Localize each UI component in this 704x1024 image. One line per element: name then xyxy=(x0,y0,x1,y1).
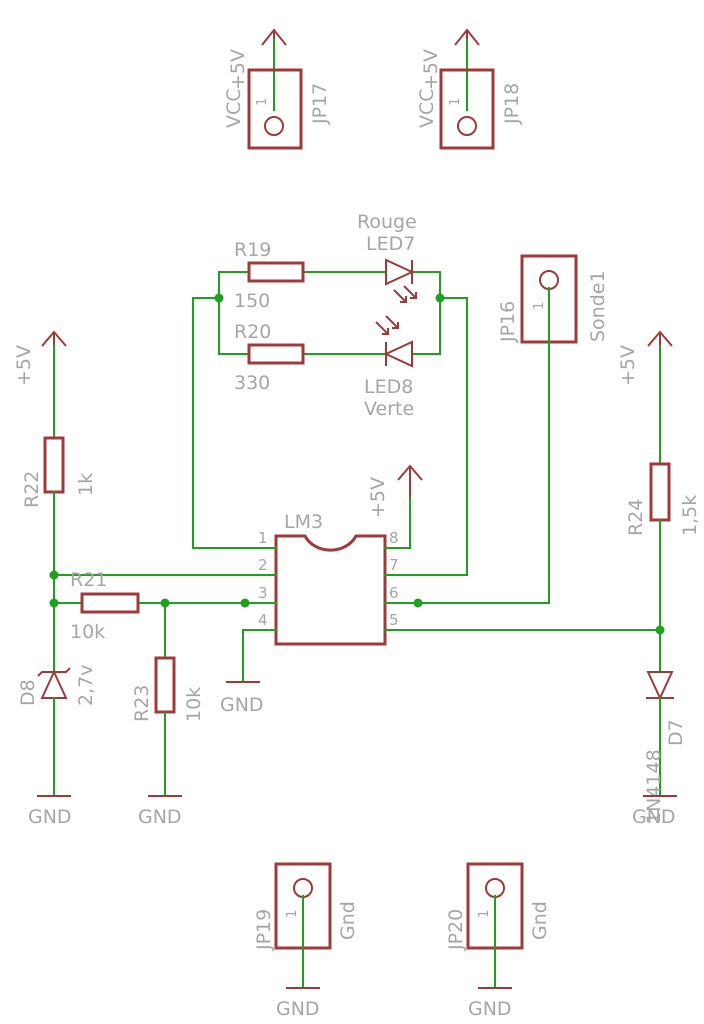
lm3-pin-3: 3 xyxy=(258,584,268,602)
jp18-ref: JP18 xyxy=(501,83,523,125)
r21-ref: R21 xyxy=(70,569,107,591)
r23-ground-label: GND xyxy=(138,806,182,828)
junction-pin5 xyxy=(655,625,665,635)
d8-ref: D8 xyxy=(17,679,39,706)
jp17-ref: JP17 xyxy=(309,83,331,125)
r22-value: 1k xyxy=(75,473,97,496)
reference-divider: +5V R22 1k R21 10k R23 10k GND D8 2,7v xyxy=(13,330,259,828)
r24-ref: R24 xyxy=(625,499,647,536)
d8-ground-label: GND xyxy=(28,806,72,828)
jp20-pin-number: 1 xyxy=(477,910,492,918)
jp19-ref: JP19 xyxy=(253,909,275,951)
d8-zener-diode xyxy=(37,667,71,699)
junction-r21-left xyxy=(49,598,59,608)
lm3-pin-1: 1 xyxy=(258,529,268,547)
r24-resistor xyxy=(649,462,671,522)
junction-pin6 xyxy=(413,598,423,608)
junction-r22-pin2 xyxy=(49,570,59,580)
jp17-supply-label: VCC xyxy=(223,88,245,128)
d8-value: 2,7v xyxy=(75,665,97,706)
lm3-supply-arrow xyxy=(397,464,423,498)
jp16-ref: JP16 xyxy=(497,301,519,343)
jp18-supply-label: VCC xyxy=(416,88,438,128)
junction-led-right xyxy=(435,293,445,303)
r20-value: 330 xyxy=(234,372,270,394)
r20-resistor xyxy=(247,343,305,365)
r23-resistor xyxy=(154,656,176,714)
jp20-pin-name: Gnd xyxy=(529,901,551,940)
jp19-connector: 1 JP19 Gnd GND xyxy=(253,862,359,1020)
r24-supply-label: +5V xyxy=(617,345,639,386)
jp16-name: Sonde1 xyxy=(587,270,609,342)
r19-value: 150 xyxy=(234,290,270,312)
led7-light-arrows xyxy=(393,285,417,303)
r23-ref: R23 xyxy=(131,685,153,722)
jp20-connector: 1 JP20 Gnd GND xyxy=(445,862,551,1020)
r23-value: 10k xyxy=(183,687,205,722)
led7-diode xyxy=(385,258,417,303)
lm3-pin-5: 5 xyxy=(389,611,399,629)
lm3-ground-label: GND xyxy=(220,694,264,716)
led7-ref: LED7 xyxy=(366,233,415,255)
lm3-pin-6: 6 xyxy=(389,584,399,602)
jp20-pad xyxy=(485,878,505,898)
led8-light-arrows xyxy=(375,315,399,335)
led8-color: Verte xyxy=(364,398,414,420)
lm3-ref: LM3 xyxy=(284,511,323,533)
jp19-pin-name: Gnd xyxy=(337,901,359,940)
jp20-ref: JP20 xyxy=(445,909,467,951)
d7-value: 1N4148 xyxy=(643,749,665,824)
junction-pin3 xyxy=(240,598,250,608)
lm3-ic: LM3 1 2 3 4 5 6 7 8 +5V GND xyxy=(220,464,661,716)
r20-ref: R20 xyxy=(234,321,271,343)
output-stage: +5V R24 1,5k 1N4148 D7 GND xyxy=(617,330,701,828)
jp16-connector: 1 JP16 Sonde1 xyxy=(417,254,609,604)
jp18-connector: VCC +5V 1 JP18 xyxy=(416,28,523,150)
lm3-pin-2: 2 xyxy=(258,556,268,574)
lm3-pin-7: 7 xyxy=(389,556,399,574)
r19-ref: R19 xyxy=(234,239,271,261)
jp19-ground-label: GND xyxy=(276,998,320,1020)
jp17-body xyxy=(247,68,303,150)
lm3-pin-8: 8 xyxy=(389,529,399,547)
led7-color: Rouge xyxy=(357,211,417,233)
jp17-pin-number: 1 xyxy=(255,98,270,106)
jp18-body xyxy=(439,68,495,150)
led-network: R19 150 R20 330 Rouge LED7 LED8 Verte xyxy=(192,211,468,576)
jp16-pin-number: 1 xyxy=(532,302,547,310)
d7-diode xyxy=(646,671,674,701)
r21-value: 10k xyxy=(70,621,105,643)
jp17-supply-voltage: +5V xyxy=(227,49,249,90)
jp19-pin-number: 1 xyxy=(285,910,300,918)
jp19-pad xyxy=(293,878,313,898)
r22-resistor xyxy=(43,436,65,494)
led8-ref: LED8 xyxy=(364,376,413,398)
d7-ground-label: GND xyxy=(632,806,676,828)
jp20-ground-label: GND xyxy=(468,998,512,1020)
r24-value: 1,5k xyxy=(679,495,701,536)
lm3-body xyxy=(274,534,387,646)
lm3-pin-4: 4 xyxy=(258,611,268,629)
lm3-supply-label: +5V xyxy=(367,477,389,518)
r22-ref: R22 xyxy=(21,471,43,508)
jp17-connector: VCC +5V 1 JP17 xyxy=(223,28,331,150)
junction-led-left xyxy=(214,293,224,303)
led8-diode xyxy=(375,315,413,368)
r22-supply-label: +5V xyxy=(13,345,35,386)
jp16-pad xyxy=(539,270,559,290)
d7-ref: D7 xyxy=(665,719,687,746)
jp18-pad xyxy=(457,116,477,136)
jp18-pin-number: 1 xyxy=(448,98,463,106)
r21-resistor xyxy=(80,592,140,614)
jp17-pad xyxy=(264,116,284,136)
jp18-supply-voltage: +5V xyxy=(420,49,442,90)
r19-resistor xyxy=(247,261,305,283)
